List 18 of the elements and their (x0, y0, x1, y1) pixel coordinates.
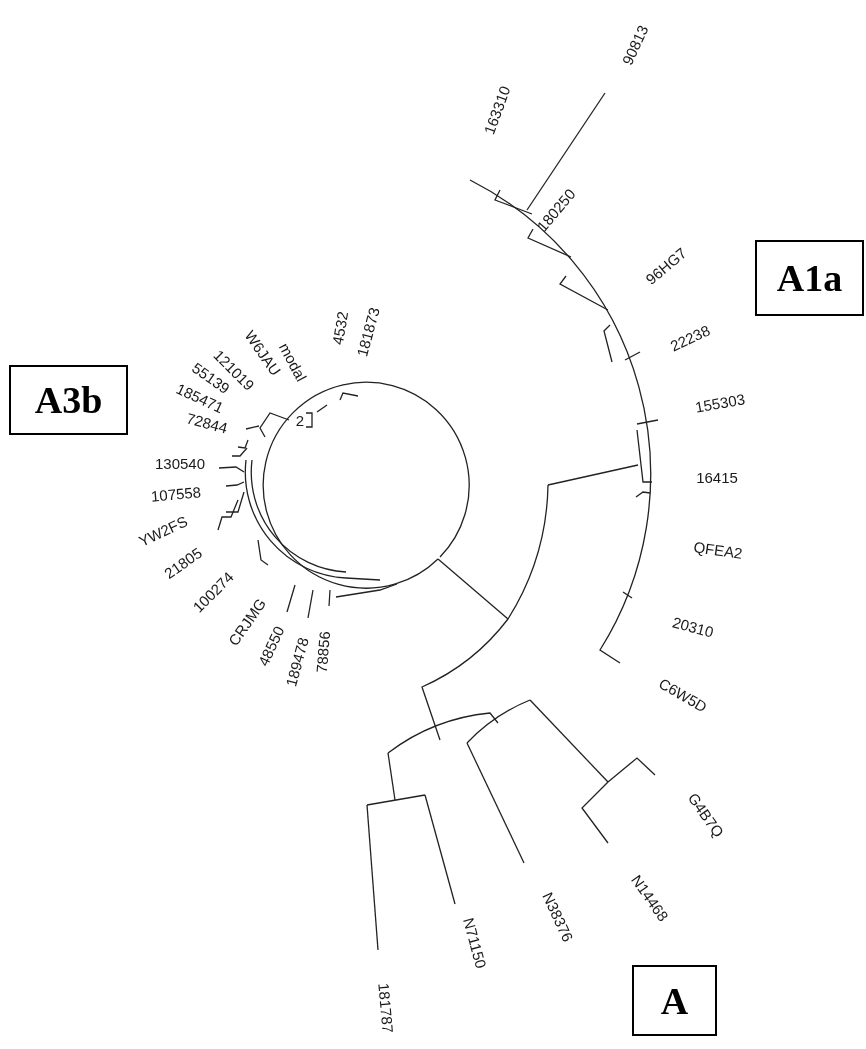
clade-label-box: A1a (755, 240, 864, 316)
leaf-label: 107558 (150, 484, 202, 504)
leaf-label: 189478 (283, 635, 311, 689)
clade-label-box: A (632, 965, 717, 1036)
leaf-label: 181787 (376, 982, 396, 1034)
leaf-label: N71150 (461, 916, 489, 970)
leaf-label: 78856 (313, 630, 333, 674)
clade-label-box: A3b (9, 365, 128, 435)
leaf-label: 16415 (696, 469, 738, 485)
leaf-label: 130540 (154, 455, 206, 471)
leaf-label: 155303 (694, 391, 746, 415)
leaf-label: QFEA2 (692, 539, 744, 561)
leaf-label: 2 (295, 412, 305, 428)
leaf-label: 20310 (670, 614, 716, 640)
leaf-label: 4532 (329, 310, 351, 346)
leaf-label: 181873 (354, 305, 382, 359)
leaf-label: 90813 (619, 22, 651, 68)
leaf-label: 163310 (481, 83, 513, 137)
